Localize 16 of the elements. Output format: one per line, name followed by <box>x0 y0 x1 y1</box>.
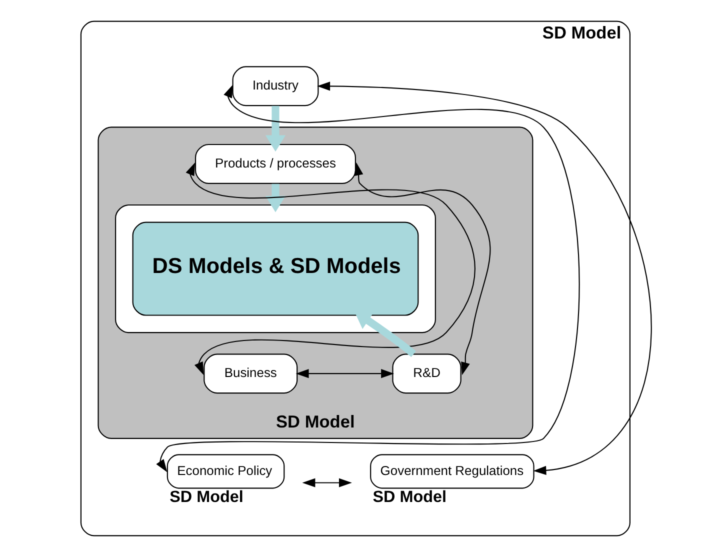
node-box: R&D <box>392 354 461 394</box>
arrow <box>354 162 490 376</box>
node-box: Products / processes <box>194 144 356 184</box>
arrow <box>316 82 652 475</box>
cluster <box>114 204 436 334</box>
arrow <box>185 162 475 376</box>
node-label: SD Model <box>169 488 243 506</box>
node-label: SD Model <box>372 488 446 506</box>
arrow <box>295 369 394 378</box>
arrow <box>264 184 286 212</box>
arrow <box>264 106 286 152</box>
node-box: DS Models & SD Models <box>132 222 418 316</box>
node-box: Business <box>203 354 298 394</box>
arrow <box>302 478 352 488</box>
arrow <box>156 84 580 472</box>
node-box: Industry <box>232 66 318 106</box>
